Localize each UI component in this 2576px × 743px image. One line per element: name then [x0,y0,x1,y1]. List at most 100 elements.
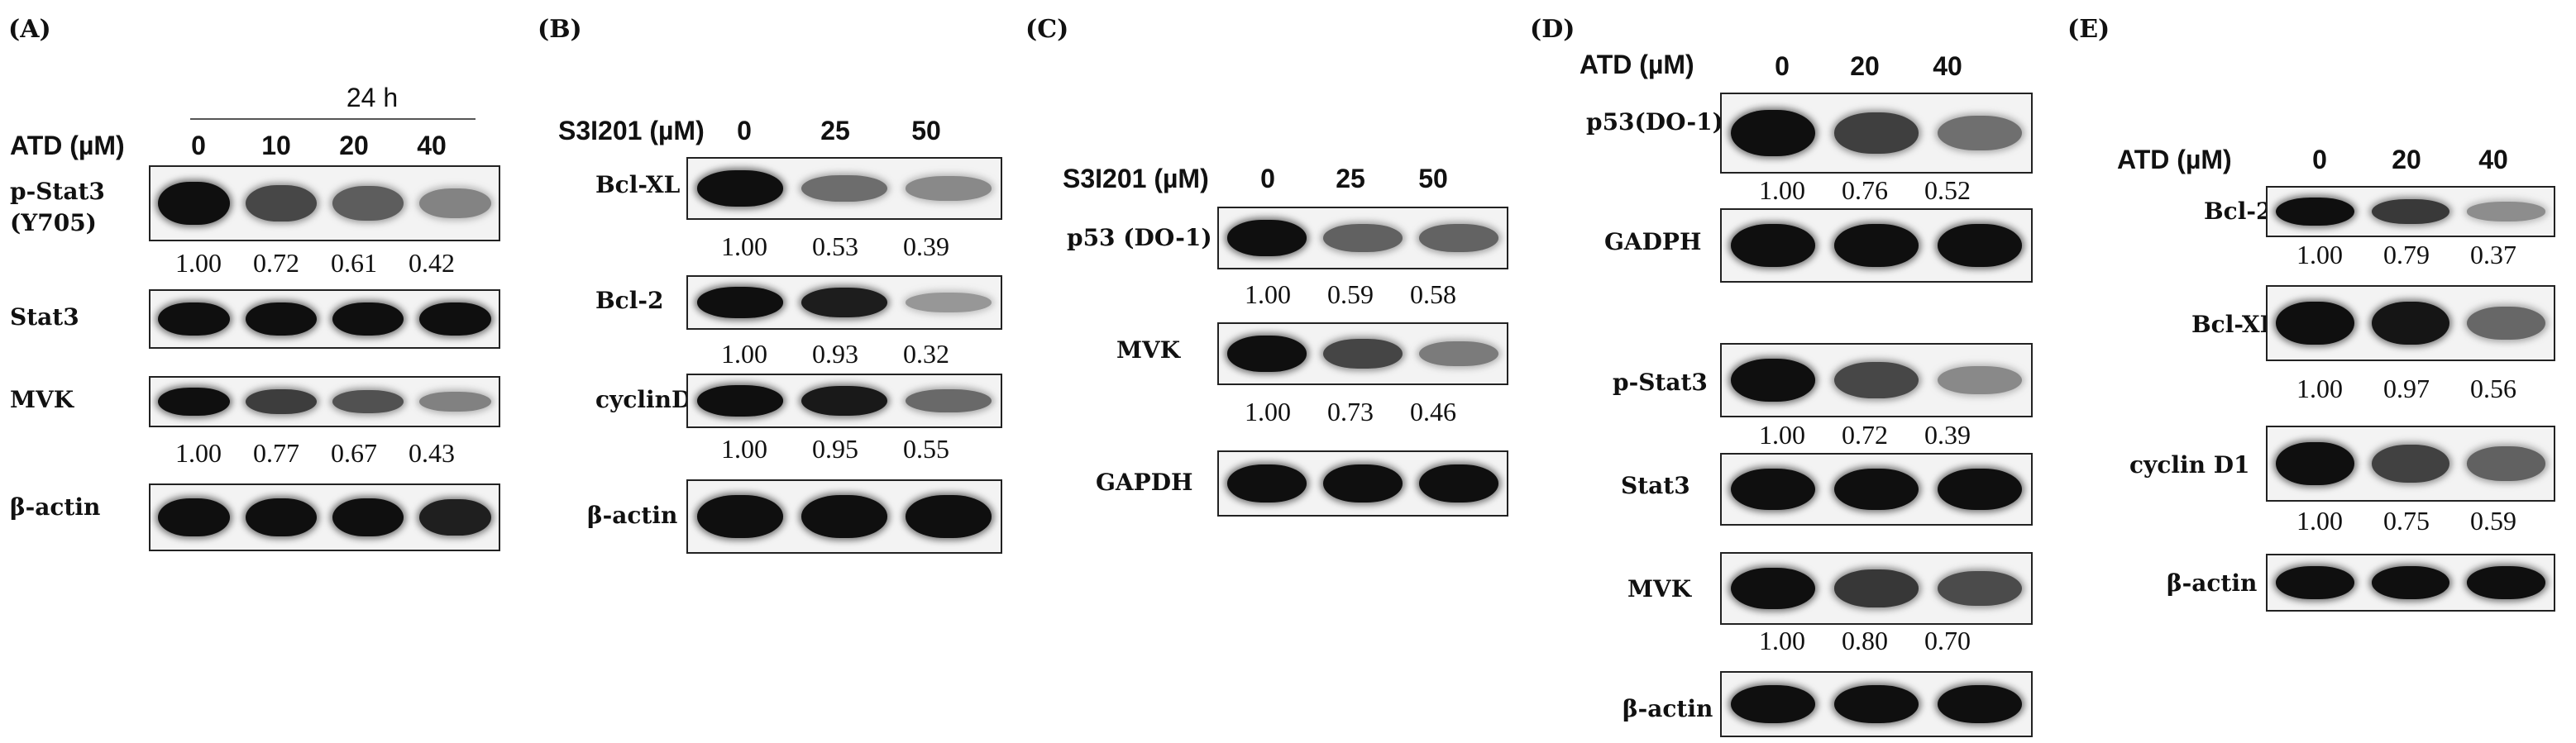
blot-bcl-2 [686,275,1002,330]
blot-band [158,302,230,336]
blot-label: p-Stat3 [1613,369,1708,396]
density-value: 1.00 [721,339,767,369]
density-value: 0.37 [2470,240,2516,269]
density-value: 1.00 [1759,175,1805,205]
blot-band [1731,685,1816,723]
blot-band [1833,685,1919,723]
density-value: 0.39 [903,231,949,261]
blot-bcl-xl [2266,285,2555,361]
blot-band [2276,301,2354,345]
panel-a: (A) 24 h ATD (µM) 0 10 20 40 p-Stat3 (Y7… [8,0,504,743]
blot-band [1833,468,1919,511]
blot-band [158,387,230,417]
density-value: 0.80 [1842,626,1888,655]
blot-band [419,302,491,336]
blot-band [245,498,318,537]
blot-band [245,388,318,415]
density-value: 0.72 [1842,420,1888,450]
density-value: 0.32 [903,339,949,369]
panel-c: (C) S3I201 (µM) 0 25 50 p53 (DO-1) 1.00 … [1025,0,1530,743]
blot-band [2276,441,2354,486]
blot-band [2371,566,2450,599]
blot-beta-actin [149,483,500,551]
blot-band [2371,302,2450,345]
panel-label: (B) [538,15,582,44]
density-value: 0.79 [2383,240,2430,269]
panel-label: (D) [1530,15,1575,44]
blot-label: Bcl-2 [2204,198,2273,225]
blot-band [1833,112,1919,154]
blot-band [1833,569,1919,607]
blot-beta-actin [1720,671,2033,737]
density-value: 0.52 [1924,175,1971,205]
blot-band [2371,445,2450,483]
density-value: 0.59 [1327,279,1374,309]
density-value: 0.42 [409,248,455,278]
blot-band [332,389,404,414]
blot-band [1833,362,1919,398]
blot-band [1323,338,1403,369]
blot-band [2467,566,2545,599]
blot-band [1731,567,1816,610]
blot-label: cyclin D1 [2129,451,2250,479]
blot-band [1419,341,1498,367]
density-value: 1.00 [175,248,222,278]
density-value: 0.72 [253,248,299,278]
time-bracket [190,118,476,120]
blot-gapdh [1217,450,1508,517]
density-value: 0.56 [2470,374,2516,403]
blot-band [158,181,230,226]
dose-label: 20 [2392,145,2421,174]
dose-label: 40 [417,131,447,160]
density-value: 0.55 [903,434,949,464]
blot-cyclind1 [686,374,1002,428]
density-value: 1.00 [1245,397,1291,426]
blot-band [1731,224,1816,267]
blot-beta-actin [2266,554,2555,612]
blot-band [1937,365,2022,395]
density-value: 0.76 [1842,175,1888,205]
blot-mvk [1720,552,2033,625]
density-value: 0.46 [1410,397,1456,426]
density-value: 0.53 [812,231,858,261]
blot-mvk [1217,322,1508,385]
blot-band [1937,116,2022,150]
blot-label: GAPDH [1096,469,1193,496]
density-value: 0.95 [812,434,858,464]
blot-label: GADPH [1604,228,1702,255]
blot-band [906,176,992,201]
density-value: 1.00 [175,438,222,468]
blot-label: p53 (DO-1) [1067,224,1212,251]
blot-band [332,186,404,221]
blot-band [697,287,783,318]
blot-band [801,288,887,317]
blot-band [1937,468,2022,511]
blot-band [906,495,992,538]
dose-label: 10 [261,131,291,160]
dose-label: 0 [191,131,206,160]
blot-label: Bcl-2 [595,287,664,314]
blot-band [1419,464,1498,502]
condition-label: S3I201 (µM) [558,116,705,145]
blot-band [801,385,887,417]
panel-label: (E) [2067,15,2110,44]
blot-p-stat3 [149,165,500,241]
blot-band [697,170,783,207]
blot-band [332,498,404,537]
blot-p53 [1217,207,1508,269]
blot-band [1937,570,2022,607]
condition-label: ATD (µM) [1580,50,1694,79]
density-value: 0.77 [253,438,299,468]
dose-label: 40 [1933,51,1962,81]
blot-band [1227,464,1307,502]
blot-band [2467,446,2545,481]
blot-band [1227,336,1307,372]
blot-band [2467,306,2545,341]
density-value: 1.00 [2296,240,2343,269]
panel-label: (A) [8,15,51,44]
blot-label: Bcl-XL [595,171,681,198]
blot-band [1937,224,2022,267]
blot-p53 [1720,93,2033,174]
blot-label: p53(DO-1) [1586,108,1723,136]
density-value: 1.00 [2296,506,2343,536]
